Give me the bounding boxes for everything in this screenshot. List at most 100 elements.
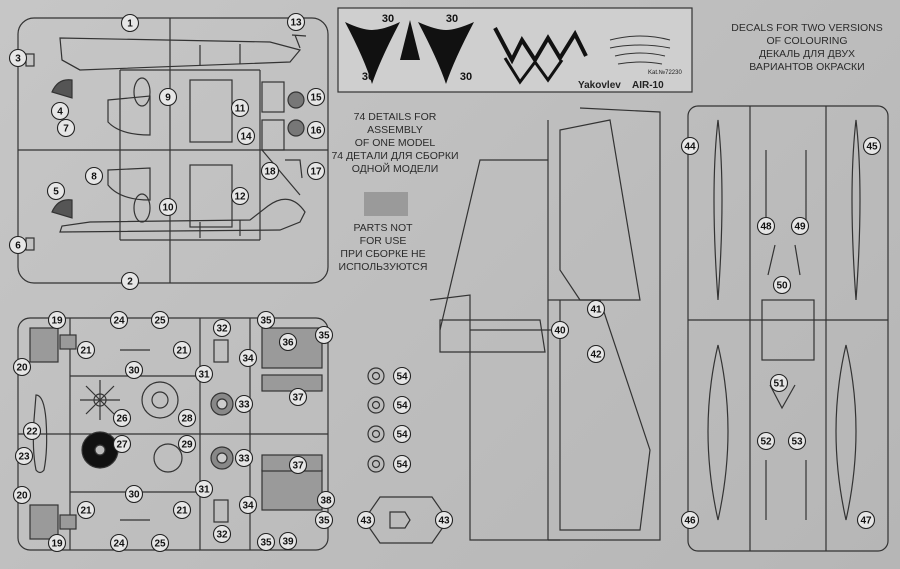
part-callout-circle — [8, 48, 28, 68]
part-callout-circle — [756, 431, 776, 451]
part-number-label: 35 — [318, 516, 330, 527]
decal-brand: Yakovlev — [578, 80, 621, 91]
part-callout-circle — [856, 510, 876, 530]
part-callout-circle — [392, 366, 412, 386]
part-callout-circle — [238, 495, 258, 515]
part-number-label: 19 — [51, 316, 63, 327]
part-number-label: 32 — [216, 324, 228, 335]
part-callout-circle — [586, 344, 606, 364]
part-callout-circle — [12, 357, 32, 377]
part-number-label: 52 — [760, 437, 772, 448]
part-callout-circle — [172, 340, 192, 360]
part-callout-circle — [56, 118, 76, 138]
part-number-label: 2 — [127, 277, 133, 288]
part-number-label: 38 — [320, 496, 332, 507]
part-callout-circle — [124, 360, 144, 380]
part-number-label: 53 — [791, 437, 803, 448]
part-number-label: 34 — [242, 501, 254, 512]
part-number-label: 7 — [63, 124, 69, 135]
part-callout-circle — [12, 485, 32, 505]
decal-number-top-left: 30 — [382, 13, 394, 25]
part-number-label: 21 — [80, 506, 92, 517]
details-note: 74 DETAILS FOR ASSEMBLY OF ONE MODEL 74 … — [330, 111, 460, 176]
part-callout-circle — [238, 348, 258, 368]
part-number-label: 3 — [15, 54, 21, 65]
part-callout-circle — [306, 120, 326, 140]
part-number-label: 24 — [113, 316, 125, 327]
sprue-b — [17, 317, 329, 551]
part-number-label: 6 — [15, 241, 21, 252]
part-callout-circle — [109, 533, 129, 553]
details-note-line-3: 74 ДЕТАЛИ ДЛЯ СБОРКИ — [331, 150, 459, 162]
part-number-label: 32 — [216, 530, 228, 541]
part-number-label: 35 — [260, 538, 272, 549]
not-for-use-line-4: ИСПОЛЬЗУЮТСЯ — [338, 261, 428, 273]
part-callout-circle — [177, 434, 197, 454]
part-callout-circle — [46, 181, 66, 201]
part-number-label: 49 — [794, 222, 806, 233]
part-number-label: 51 — [773, 379, 785, 390]
part-number-label: 21 — [176, 346, 188, 357]
part-callout-circle — [314, 510, 334, 530]
part-number-label: 46 — [684, 516, 696, 527]
part-number-label: 54 — [396, 430, 408, 441]
part-callout-circle — [14, 446, 34, 466]
part-callout-circle — [158, 197, 178, 217]
part-number-label: 13 — [290, 18, 302, 29]
part-number-label: 43 — [360, 516, 372, 527]
part-number-label: 10 — [162, 203, 174, 214]
part-callout-circle — [392, 454, 412, 474]
part-number-label: 24 — [113, 539, 125, 550]
decal-sheet — [337, 7, 693, 93]
part-callout-circle — [769, 373, 789, 393]
decal-number-bottom-left: 30 — [362, 71, 374, 83]
part-number-label: 27 — [116, 440, 128, 451]
sprue-d — [687, 105, 889, 552]
part-callout-circle — [47, 310, 67, 330]
decals-note: DECALS FOR TWO VERSIONS OF COLOURING ДЕК… — [722, 22, 892, 74]
decal-number-bottom-right: 30 — [460, 71, 472, 83]
part-callout-circle — [787, 431, 807, 451]
part-callout-circle — [150, 310, 170, 330]
part-callout-circle — [150, 533, 170, 553]
part-number-label: 31 — [198, 485, 210, 496]
part-number-label: 20 — [16, 363, 28, 374]
part-number-label: 12 — [234, 192, 246, 203]
part-number-label: 23 — [18, 452, 30, 463]
part-number-label: 40 — [554, 326, 566, 337]
part-number-label: 17 — [310, 167, 322, 178]
decals-note-line-2: OF COLOURING — [766, 35, 848, 47]
part-callout-circle — [586, 299, 606, 319]
part-callout-circle — [120, 271, 140, 291]
part-number-label: 31 — [198, 370, 210, 381]
part-callout-circle — [212, 524, 232, 544]
part-number-label: 21 — [176, 506, 188, 517]
part-callout-circle — [112, 434, 132, 454]
part-number-label: 9 — [165, 93, 171, 104]
part-number-label: 50 — [776, 281, 788, 292]
part-callout-circle — [260, 161, 280, 181]
decal-numbers: 30 30 30 30 — [362, 13, 472, 83]
decal-number-top-right: 30 — [446, 13, 458, 25]
part-callout-circle — [306, 161, 326, 181]
part-callout-circle — [76, 500, 96, 520]
not-for-use-swatch — [364, 192, 408, 216]
part-callout-circle — [177, 408, 197, 428]
not-for-use-line-1: PARTS NOT — [353, 222, 413, 234]
part-callout-circle — [194, 364, 214, 384]
part-number-label: 14 — [240, 132, 252, 143]
part-number-label: 48 — [760, 222, 772, 233]
part-number-label: 33 — [238, 400, 250, 411]
decals-note-line-4: ВАРИАНТОВ ОКРАСКИ — [749, 61, 865, 73]
part-number-label: 33 — [238, 454, 250, 465]
part-callout-circle — [278, 531, 298, 551]
part-callout-circle — [256, 532, 276, 552]
part-number-label: 16 — [310, 126, 322, 137]
decal-catalog: Kat.№72230 — [648, 69, 682, 76]
part-callout-circle — [550, 320, 570, 340]
details-note-line-1: 74 DETAILS FOR ASSEMBLY — [353, 111, 437, 136]
part-callout-circle — [392, 395, 412, 415]
part-number-label: 1 — [127, 19, 133, 30]
part-number-label: 35 — [318, 331, 330, 342]
